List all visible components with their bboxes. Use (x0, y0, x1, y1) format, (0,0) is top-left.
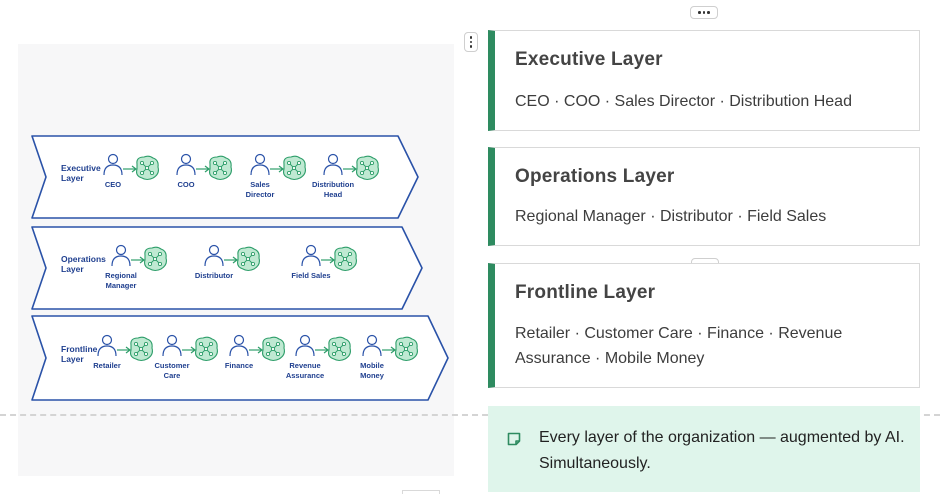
role-item: Distributor (195, 244, 260, 280)
person-icon (111, 244, 131, 267)
ai-network-icon (395, 336, 418, 362)
arrow-icon (117, 346, 131, 354)
role-label: COO (177, 180, 194, 189)
arrow-icon (182, 346, 196, 354)
role-label: Care (164, 371, 181, 380)
role-label: Assurance (286, 371, 324, 380)
person-icon (301, 244, 321, 267)
person-icon (250, 153, 270, 176)
ai-network-icon (144, 246, 167, 272)
role-item: CEO (103, 153, 159, 189)
arrow-icon (315, 346, 329, 354)
ai-network-icon (356, 155, 379, 181)
ai-network-icon (130, 336, 153, 362)
ai-network-icon (136, 155, 159, 181)
person-icon (362, 334, 382, 357)
card-title: Frontline Layer (515, 282, 656, 303)
callout: Every layer of the organization — augmen… (488, 406, 920, 492)
ai-network-icon (195, 336, 218, 362)
arrow-icon (123, 165, 137, 173)
card-body: CEO · COO · Sales Director · Distributio… (515, 93, 852, 110)
arrow-icon (382, 346, 396, 354)
role-label: Head (324, 190, 343, 199)
chevron-shape (31, 315, 449, 401)
dashed-guide-line (0, 414, 940, 416)
person-icon (229, 334, 249, 357)
role-label: Money (360, 371, 385, 380)
layer-label: Layer (61, 264, 84, 274)
card-operations-layer: Operations Layer Regional Manager · Dist… (488, 147, 920, 246)
person-icon (176, 153, 196, 176)
layer-label: Executive (61, 163, 101, 173)
role-label: Sales (250, 180, 270, 189)
callout-text: Every layer of the organization — augmen… (539, 429, 905, 472)
more-horizontal-icon[interactable] (690, 6, 718, 19)
card-body: Regional Manager · Distributor · Field S… (515, 208, 827, 225)
role-label: Distributor (195, 271, 233, 280)
layer-label: Operations (61, 254, 106, 264)
card-title: Executive Layer (515, 49, 663, 70)
arrow-icon (343, 165, 357, 173)
role-item: Finance (225, 334, 285, 370)
arrow-icon (196, 165, 210, 173)
person-icon (323, 153, 343, 176)
ai-network-icon (262, 336, 285, 362)
person-icon (103, 153, 123, 176)
person-icon (97, 334, 117, 357)
arrow-icon (249, 346, 263, 354)
role-label: Regional (105, 271, 137, 280)
role-label: Finance (225, 361, 253, 370)
card-title: Operations Layer (515, 166, 675, 187)
role-item: Field Sales (291, 244, 357, 280)
role-item: Retailer (93, 334, 153, 370)
layer-band: OperationsLayerRegionalManagerDistributo… (31, 226, 423, 310)
card-frontline-layer: Frontline Layer Retailer · Customer Care… (488, 263, 920, 388)
ai-network-icon (328, 336, 351, 362)
ai-network-icon (209, 155, 232, 181)
ai-network-icon (334, 246, 357, 272)
card-executive-layer: Executive Layer CEO · COO · Sales Direct… (488, 30, 920, 131)
person-icon (295, 334, 315, 357)
layer-label: Layer (61, 354, 84, 364)
ai-network-icon (237, 246, 260, 272)
arrow-icon (131, 256, 145, 264)
role-label: Revenue (289, 361, 320, 370)
chevron-shape (31, 226, 423, 310)
role-label: Mobile (360, 361, 384, 370)
arrow-icon (321, 256, 335, 264)
card-body: Retailer · Customer Care · Finance · Rev… (515, 325, 843, 367)
role-label: Customer (154, 361, 189, 370)
role-item: COO (176, 153, 232, 189)
note-icon (506, 431, 522, 452)
role-label: Manager (106, 281, 137, 290)
role-label: Field Sales (291, 271, 330, 280)
layer-label: Layer (61, 173, 84, 183)
person-icon (162, 334, 182, 357)
ai-network-icon (283, 155, 306, 181)
role-label: Retailer (93, 361, 121, 370)
layer-label: Frontline (61, 344, 98, 354)
role-label: Director (246, 190, 275, 199)
more-vertical-icon[interactable] (464, 32, 478, 52)
person-icon (204, 244, 224, 267)
role-label: Distribution (312, 180, 354, 189)
bottom-tab (402, 490, 440, 494)
arrow-icon (224, 256, 238, 264)
arrow-icon (270, 165, 284, 173)
role-label: CEO (105, 180, 121, 189)
